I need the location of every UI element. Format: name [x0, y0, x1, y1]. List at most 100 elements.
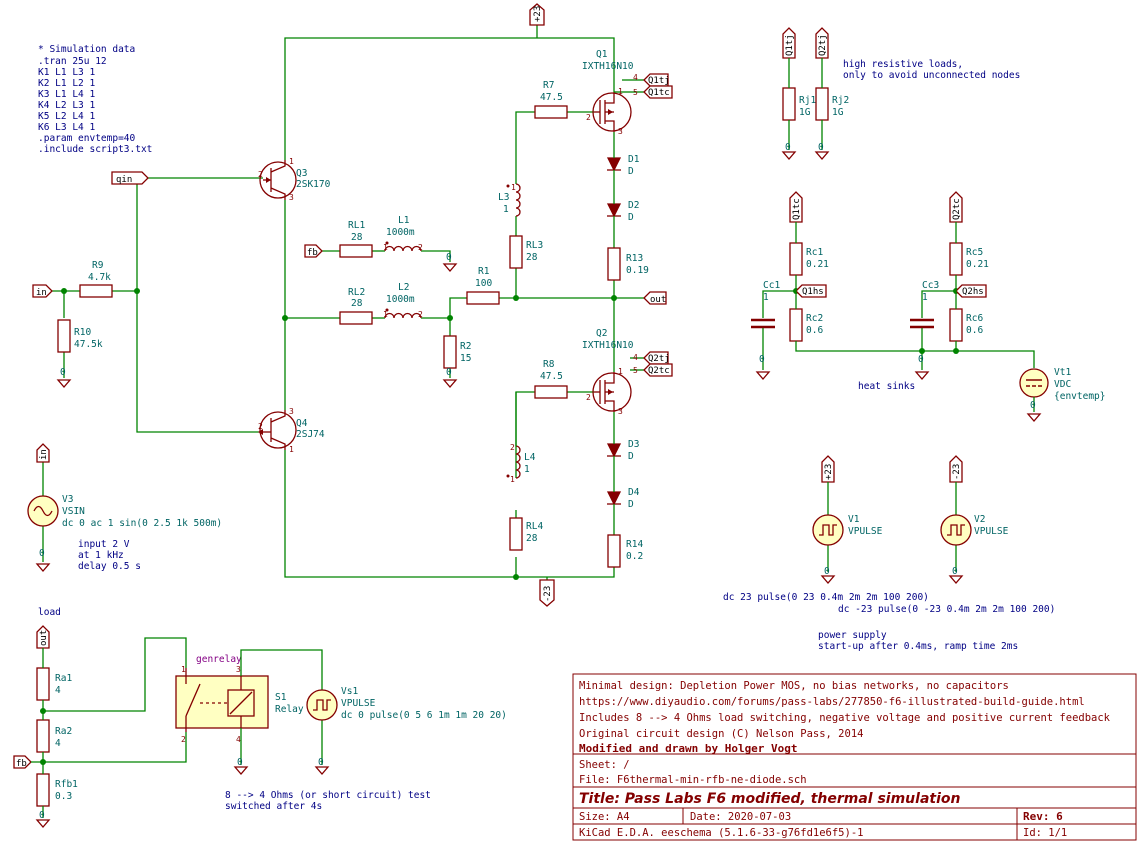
svg-text:D3: D3: [628, 439, 639, 450]
svg-text:28: 28: [351, 298, 363, 309]
svg-text:VPULSE: VPULSE: [974, 526, 1009, 537]
svg-text:R1: R1: [478, 266, 490, 277]
svg-text:4: 4: [633, 73, 638, 82]
svg-text:28: 28: [526, 252, 538, 263]
svg-text:high resistive loads,: high resistive loads,: [843, 59, 963, 70]
svg-text:-23: -23: [952, 464, 962, 480]
svg-text:Q1tc: Q1tc: [792, 198, 802, 220]
vt1-dc-source: Vt1 VDC {envtemp}: [1019, 367, 1105, 412]
svg-text:4.7k: 4.7k: [88, 272, 111, 283]
svg-text:0: 0: [39, 810, 45, 821]
svg-text:1: 1: [383, 243, 388, 252]
sim-note-line: K1 L1 L3 1: [38, 67, 95, 78]
svg-text:100: 100: [475, 278, 492, 289]
q1-ref: Q1: [596, 49, 608, 60]
svg-text:switched after 4s: switched after 4s: [225, 801, 322, 812]
ground-icon: 0: [35, 810, 51, 828]
q4-jfet: 3 1 2 Q4 2SJ74: [258, 407, 325, 454]
q1-value: IXTH16N10: [582, 61, 634, 72]
label-q1hs: Q1hs: [795, 284, 827, 298]
q3-ref: Q3: [296, 168, 307, 179]
label-q1tj: Q1tj: [643, 73, 670, 87]
r7: [534, 105, 568, 119]
svg-text:0: 0: [318, 757, 324, 768]
svg-text:RL1: RL1: [348, 220, 365, 231]
ground-icon: 0: [35, 548, 51, 572]
tb-sheet: Sheet: /: [579, 759, 630, 771]
label-q2tc-side: Q2tc: [949, 191, 963, 223]
svg-text:0: 0: [237, 757, 243, 768]
ground-icon: 0: [781, 142, 797, 160]
tb-kicad-version: KiCad E.D.A. eeschema (5.1.6-33-g76fd1e6…: [579, 827, 863, 839]
label-in-v3: in: [36, 443, 50, 463]
ground-icon: 0: [820, 566, 836, 584]
tb-file: File: F6thermal-min-rfb-ne-diode.sch: [579, 774, 807, 786]
svg-text:0.6: 0.6: [806, 325, 823, 336]
svg-text:genrelay: genrelay: [196, 654, 242, 665]
svg-text:15: 15: [460, 353, 471, 364]
tb-comment-4: Original circuit design (C) Nelson Pass,…: [579, 728, 863, 740]
ground-symbols: 0 0 0 0 0 0 0 0 0 0 0 0 0 0: [35, 142, 1042, 828]
svg-text:R7: R7: [543, 80, 554, 91]
r10: [57, 319, 71, 353]
rl1: [339, 244, 373, 258]
sim-note-line: .include script3.txt: [38, 144, 152, 155]
svg-text:VPULSE: VPULSE: [848, 526, 883, 537]
svg-text:2: 2: [510, 443, 515, 452]
svg-text:Vt1: Vt1: [1054, 367, 1071, 378]
svg-text:0.19: 0.19: [626, 265, 649, 276]
svg-text:R13: R13: [626, 253, 643, 264]
tb-comment-5: Modified and drawn by Holger Vogt: [579, 742, 798, 755]
sim-note-line: K2 L1 L2 1: [38, 78, 95, 89]
tb-comment-2: https://www.diyaudio.com/forums/pass-lab…: [579, 696, 1085, 708]
ground-icon: 0: [948, 566, 964, 584]
svg-text:+23: +23: [533, 6, 543, 22]
sim-note-line: .tran 25u 12: [38, 56, 107, 67]
v1-pulse-source: V1 VPULSE: [812, 514, 883, 546]
svg-text:1: 1: [618, 367, 623, 376]
main-wires: [42, 25, 644, 590]
label-q2hs: Q2hs: [955, 284, 987, 298]
svg-text:L3: L3: [498, 192, 509, 203]
svg-text:2: 2: [181, 735, 186, 744]
sim-note-line: .param envtemp=40: [38, 133, 136, 144]
svg-text:47.5k: 47.5k: [74, 339, 103, 350]
svg-text:L4: L4: [524, 452, 536, 463]
ground-icon: 0: [56, 367, 72, 388]
svg-text:2: 2: [586, 393, 591, 402]
simulation-notes: * Simulation data .tran 25u 12 K1 L1 L3 …: [38, 44, 152, 155]
label-fb-load: fb: [13, 755, 32, 769]
svg-text:out: out: [650, 295, 666, 305]
svg-text:R10: R10: [74, 327, 91, 338]
svg-text:28: 28: [351, 232, 363, 243]
svg-text:-23: -23: [543, 586, 553, 602]
svg-text:RL2: RL2: [348, 287, 365, 298]
svg-text:1: 1: [763, 292, 769, 303]
svg-text:1G: 1G: [832, 107, 844, 118]
svg-text:fb: fb: [16, 759, 27, 769]
svg-text:3: 3: [289, 193, 294, 202]
tb-comment-1: Minimal design: Depletion Power MOS, no …: [579, 680, 1009, 692]
svg-text:1: 1: [503, 204, 509, 215]
rj1: [782, 87, 796, 121]
tb-title: Title: Pass Labs F6 modified, thermal si…: [579, 791, 960, 807]
ra2: [36, 719, 50, 753]
q3-value: 2SK170: [296, 179, 331, 190]
sim-note-line: * Simulation data: [38, 44, 135, 55]
svg-text:input 2 V: input 2 V: [78, 539, 130, 550]
svg-text:V2: V2: [974, 514, 985, 525]
tb-date: Date: 2020-07-03: [690, 811, 791, 823]
svg-text:Q2tj: Q2tj: [648, 354, 670, 364]
svg-text:0.3: 0.3: [55, 791, 72, 802]
svg-text:Q1tc: Q1tc: [648, 88, 670, 98]
rc5: [949, 242, 963, 276]
svg-text:RL4: RL4: [526, 521, 543, 532]
r13: [607, 247, 621, 281]
svg-text:dc 0 ac 1 sin(0 2.5 1k 500m): dc 0 ac 1 sin(0 2.5 1k 500m): [62, 518, 222, 529]
q1-mosfet: 1 4 5 2 3 Q1 IXTH16N10: [582, 49, 638, 136]
sim-note-line: K5 L2 L4 1: [38, 111, 95, 122]
svg-text:Ra1: Ra1: [55, 673, 72, 684]
svg-text:4: 4: [55, 738, 61, 749]
q4-value: 2SJ74: [296, 429, 325, 440]
rc2: [789, 308, 803, 342]
